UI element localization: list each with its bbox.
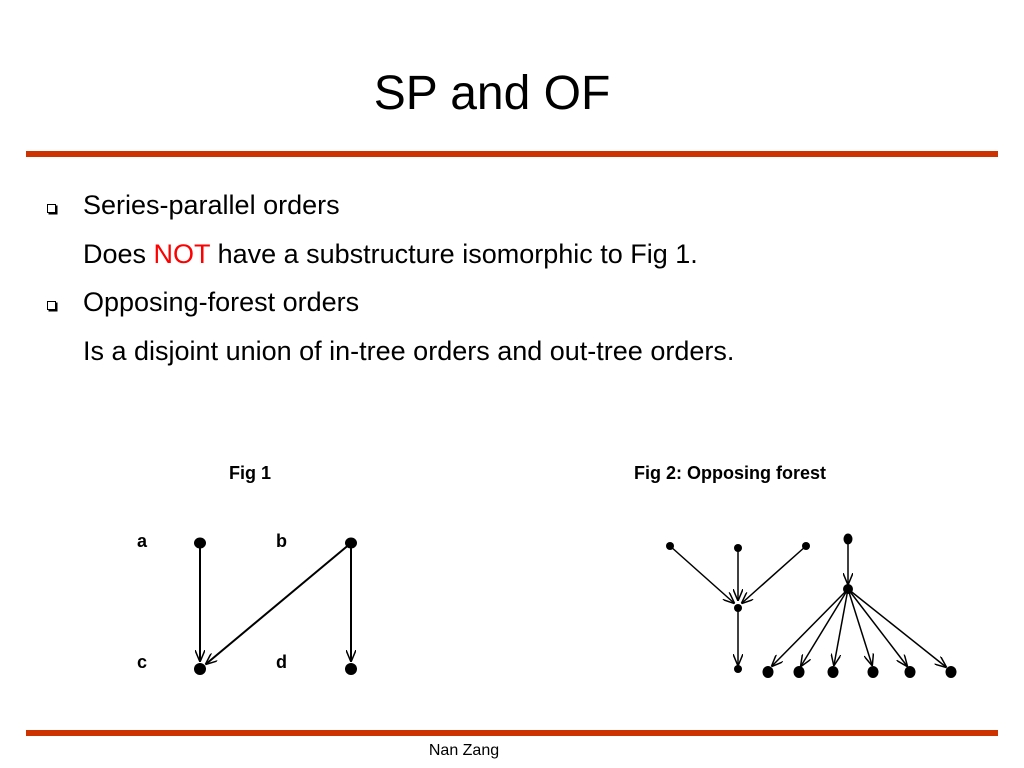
fig2-edge bbox=[772, 588, 849, 666]
fig2-node bbox=[843, 533, 853, 545]
fig1-node-d bbox=[345, 663, 357, 675]
fig1-diagram bbox=[194, 537, 357, 675]
bullet-text: Series-parallel orders bbox=[83, 190, 340, 220]
footer-author: Nan Zang bbox=[428, 742, 500, 759]
fig2-node bbox=[904, 666, 916, 678]
fig2-node bbox=[666, 542, 674, 550]
bullet-text: Opposing-forest orders bbox=[83, 287, 360, 317]
fig2-node bbox=[734, 544, 742, 552]
fig1-node-b bbox=[345, 537, 357, 549]
fig2-edge bbox=[742, 545, 807, 603]
fig2-in-tree bbox=[666, 542, 810, 673]
fig2-node bbox=[945, 666, 957, 678]
sub-item-text: Is a disjoint union of in-tree orders an… bbox=[83, 335, 735, 366]
fig2-node bbox=[793, 666, 805, 678]
node-label-b: b bbox=[276, 531, 287, 551]
slide-title: SP and OF bbox=[373, 67, 611, 120]
fig2-node bbox=[802, 542, 810, 550]
sub-item-sp-definition: Does NOT have a substructure isomorphic … bbox=[44, 235, 994, 284]
fig2-title: Fig 2: Opposing forest bbox=[634, 463, 826, 483]
fig2-node bbox=[734, 665, 742, 673]
sub-item-text: Does NOT have a substructure isomorphic … bbox=[83, 238, 698, 270]
fig2-edge bbox=[669, 545, 734, 603]
fig2-edge bbox=[847, 588, 907, 666]
fig2-node bbox=[734, 604, 742, 612]
fig1-node-c bbox=[194, 663, 206, 675]
node-label-a: a bbox=[137, 531, 148, 551]
fig2-node bbox=[762, 666, 774, 678]
sub-item-of-definition: Is a disjoint union of in-tree orders an… bbox=[44, 332, 994, 381]
fig2-edge bbox=[834, 588, 849, 665]
fig2-edge bbox=[847, 588, 946, 667]
fig1-title: Fig 1 bbox=[229, 463, 272, 483]
fig1-node-a bbox=[194, 537, 206, 549]
node-label-d: d bbox=[276, 652, 287, 672]
bottom-divider bbox=[26, 730, 998, 736]
square-bullet-icon bbox=[47, 204, 56, 213]
fig1-edge-b-c bbox=[206, 542, 352, 664]
top-divider bbox=[26, 151, 998, 157]
emphasis-not: NOT bbox=[153, 238, 211, 269]
fig2-node bbox=[843, 584, 853, 594]
bullet-list: Series-parallel orders Does NOT have a s… bbox=[44, 186, 994, 380]
fig2-edge bbox=[847, 588, 872, 665]
node-label-c: c bbox=[137, 652, 148, 672]
fig2-out-tree bbox=[762, 533, 957, 678]
fig2-node bbox=[827, 666, 839, 678]
sub-text-post: have a substructure isomorphic to Fig 1. bbox=[210, 238, 698, 269]
fig2-node bbox=[867, 666, 879, 678]
bullet-item-series-parallel: Series-parallel orders bbox=[44, 186, 994, 235]
fig2-edge bbox=[801, 588, 849, 666]
square-bullet-icon bbox=[47, 301, 56, 310]
sub-text-pre: Does bbox=[83, 238, 154, 269]
bullet-item-opposing-forest: Opposing-forest orders bbox=[44, 283, 994, 332]
